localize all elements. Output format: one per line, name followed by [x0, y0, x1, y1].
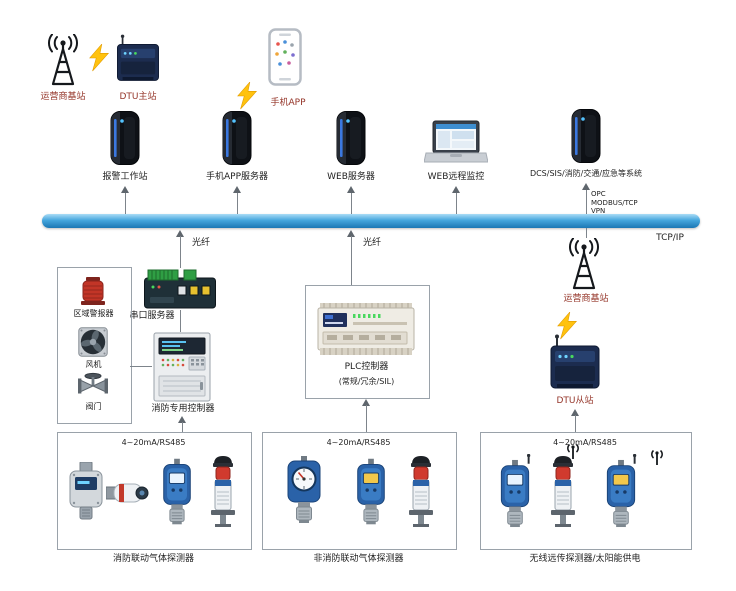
laptop-icon [424, 120, 488, 166]
plc-sub-label: (常规/冗余/SIL) [338, 377, 395, 386]
protocol-modbus: MODBUS/TCP [591, 198, 638, 207]
fire-controller-label: 消防专用控制器 [151, 404, 215, 414]
flameproof-gas-detector-icon [68, 462, 104, 522]
fiber-line-left [180, 236, 181, 268]
detector-group-box [262, 432, 457, 550]
detector-group-label: 无线远传探测器/太阳能供电 [529, 554, 641, 564]
arrow-up [582, 183, 590, 190]
plc-controller-icon [317, 302, 415, 356]
connector-line [575, 415, 576, 432]
operator-base-station-icon [40, 34, 86, 88]
beam-detector-icon [106, 480, 150, 506]
dtu-slave-label: DTU从站 [556, 396, 594, 406]
web-server-label: WEB服务器 [327, 172, 375, 182]
detector-group-label: 消防联动气体探测器 [112, 554, 194, 564]
plc-label: PLC控制器 [344, 362, 389, 372]
wireless-gas-detector-icon [494, 454, 536, 528]
connector-line [125, 193, 126, 214]
valve-icon [77, 371, 109, 399]
connector-line [130, 366, 152, 367]
detector-group-box [57, 432, 252, 550]
arrow-up [233, 186, 241, 193]
gauge-gas-detector-icon [282, 456, 326, 526]
connector-line [180, 310, 181, 332]
protocol-vpn: VPN [591, 207, 606, 215]
phone-app-label: 手机APP [270, 98, 306, 108]
fan-label: 风机 [85, 360, 102, 369]
bus-protocols: OPC MODBUS/TCP VPN [591, 190, 638, 216]
fiber-line-middle [351, 236, 352, 285]
alarm-workstation-icon [105, 110, 145, 166]
arrow-up [347, 230, 355, 237]
connector-line [586, 228, 587, 238]
dcs-server-icon [566, 108, 606, 164]
small-antenna-icon [564, 444, 582, 460]
arrow-up [121, 186, 129, 193]
connector-line [586, 190, 587, 214]
interface-label: 4~20mA/RS485 [121, 438, 186, 447]
arrow-up [178, 416, 186, 423]
lightning-icon [236, 82, 260, 110]
fan-icon [78, 327, 108, 357]
tcpip-bus [42, 214, 700, 228]
smartphone-icon [268, 28, 302, 86]
arrow-up [362, 399, 370, 406]
arrow-up [176, 230, 184, 237]
area-alarm-label: 区域警报器 [73, 309, 114, 318]
connector-line [237, 193, 238, 214]
dcs-systems-label: DCS/SIS/消防/交通/应急等系统 [529, 169, 643, 178]
wireless-gas-detector-icon [600, 454, 642, 528]
valve-label: 阀门 [85, 402, 102, 411]
fiber-label-middle: 光纤 [362, 238, 381, 248]
fiber-label-left: 光纤 [191, 238, 210, 248]
alarm-beacon-icon [404, 454, 438, 528]
protocol-opc: OPC [591, 190, 606, 198]
plc-box [305, 285, 430, 399]
connector-line [182, 422, 183, 432]
alarm-workstation-label: 报警工作站 [102, 172, 148, 182]
alarm-beacon-icon [546, 454, 580, 528]
serial-server-label: 串口服务器 [129, 311, 175, 321]
operator-base-station-icon [561, 238, 607, 292]
arrow-up [347, 186, 355, 193]
serial-server-icon [144, 266, 216, 310]
interface-label: 4~20mA/RS485 [326, 438, 391, 447]
dtu-master-label: DTU主站 [119, 92, 157, 102]
fire-controller-icon [152, 332, 212, 402]
app-server-label: 手机APP服务器 [205, 172, 268, 182]
arrow-up [571, 409, 579, 416]
connector-line [456, 193, 457, 214]
dtu-device-icon [547, 334, 603, 392]
small-antenna-icon [648, 450, 666, 466]
gas-detector-icon [158, 458, 196, 526]
interface-label: 4~20mA/RS485 [553, 438, 617, 447]
bus-label: TCP/IP [656, 233, 684, 243]
arrow-up [452, 186, 460, 193]
lightning-icon [88, 44, 112, 72]
app-server-icon [217, 110, 257, 166]
connector-line [366, 405, 367, 432]
connector-line [351, 193, 352, 214]
linkage-devices-box [57, 267, 132, 424]
detector-group-label: 非消防联动气体探测器 [313, 554, 404, 564]
web-monitor-label: WEB远程监控 [427, 172, 485, 182]
gas-detector-icon [352, 458, 390, 526]
area-alarm-icon [78, 276, 108, 306]
alarm-beacon-icon [206, 454, 240, 528]
detector-group-box [480, 432, 692, 550]
web-server-icon [331, 110, 371, 166]
operator-base-station-label: 运营商基站 [40, 92, 86, 102]
dtu-device-icon [114, 30, 162, 88]
operator-base-station-label: 运营商基站 [563, 294, 609, 304]
